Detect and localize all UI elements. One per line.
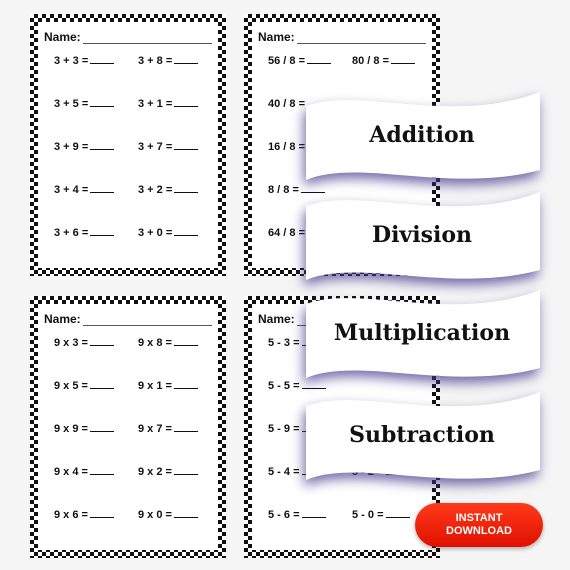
- name-label: Name:: [44, 312, 81, 326]
- problem: 9 x 8 =: [138, 336, 212, 379]
- problem: 9 x 0 =: [138, 508, 212, 551]
- problem: 3 + 8 =: [138, 54, 212, 97]
- problem: 3 + 5 =: [54, 97, 128, 140]
- addition-banner: Addition: [300, 84, 544, 194]
- wave-ribbon-shape: [306, 290, 540, 378]
- problem: 80 / 8 =: [352, 54, 426, 97]
- worksheet-content: Name: 9 x 3 = 9 x 8 = 9 x 5 = 9 x 1 = 9 …: [38, 304, 218, 550]
- problem: 5 - 6 =: [268, 508, 342, 551]
- multiplication-banner: Multiplication: [300, 282, 544, 392]
- name-label: Name:: [258, 30, 295, 44]
- problem-grid: 3 + 3 = 3 + 8 = 3 + 5 = 3 + 1 = 3 + 9 = …: [44, 54, 212, 269]
- instant-download-button[interactable]: INSTANT DOWNLOAD: [415, 503, 543, 547]
- worksheet-content: Name: 3 + 3 = 3 + 8 = 3 + 5 = 3 + 1 = 3 …: [38, 22, 218, 268]
- problem: 5 - 5 =: [268, 379, 342, 422]
- banner-label: Addition: [369, 122, 475, 148]
- name-field: Name:: [44, 312, 212, 326]
- problem: 9 x 9 =: [54, 422, 128, 465]
- problem: 8 / 8 =: [268, 183, 342, 226]
- name-field: Name:: [258, 30, 426, 44]
- name-label: Name:: [44, 30, 81, 44]
- addition-worksheet: Name: 3 + 3 = 3 + 8 = 3 + 5 = 3 + 1 = 3 …: [30, 14, 226, 276]
- badge-line-2: DOWNLOAD: [446, 525, 512, 537]
- problem: 56 / 8 =: [268, 54, 342, 97]
- subtraction-banner: Subtraction: [300, 384, 544, 494]
- multiplication-worksheet: Name: 9 x 3 = 9 x 8 = 9 x 5 = 9 x 1 = 9 …: [30, 296, 226, 558]
- wave-ribbon-shape: [306, 192, 540, 280]
- name-label: Name:: [258, 312, 295, 326]
- wave-ribbon-shape: [306, 92, 540, 180]
- problem: 3 + 4 =: [54, 183, 128, 226]
- problem: 9 x 4 =: [54, 465, 128, 508]
- problem: 9 x 2 =: [138, 465, 212, 508]
- wave-ribbon-shape: [306, 392, 540, 480]
- problem: 9 x 6 =: [54, 508, 128, 551]
- problem: 3 + 7 =: [138, 140, 212, 183]
- banner-label: Division: [372, 222, 472, 248]
- problem: 3 + 9 =: [54, 140, 128, 183]
- problem: 5 - 0 =: [352, 508, 426, 551]
- problem: 3 + 2 =: [138, 183, 212, 226]
- name-line: [82, 314, 212, 326]
- badge-line-1: INSTANT: [455, 512, 503, 524]
- problem: 3 + 6 =: [54, 226, 128, 269]
- problem-grid: 5 - 3 = 5 - 5 = 5 - 9 = 5 - 4 = 5 - 2 = …: [258, 336, 426, 551]
- problem: 9 x 5 =: [54, 379, 128, 422]
- banner-label: Multiplication: [333, 320, 511, 346]
- banner-label: Subtraction: [349, 422, 495, 448]
- division-banner: Division: [300, 184, 544, 294]
- problem: 3 + 0 =: [138, 226, 212, 269]
- problem: 9 x 7 =: [138, 422, 212, 465]
- name-field: Name:: [44, 30, 212, 44]
- problem-grid: 9 x 3 = 9 x 8 = 9 x 5 = 9 x 1 = 9 x 9 = …: [44, 336, 212, 551]
- name-line: [296, 32, 426, 44]
- problem: 3 + 1 =: [138, 97, 212, 140]
- name-line: [82, 32, 212, 44]
- problem: 9 x 3 =: [54, 336, 128, 379]
- problem: 9 x 1 =: [138, 379, 212, 422]
- problem: 3 + 3 =: [54, 54, 128, 97]
